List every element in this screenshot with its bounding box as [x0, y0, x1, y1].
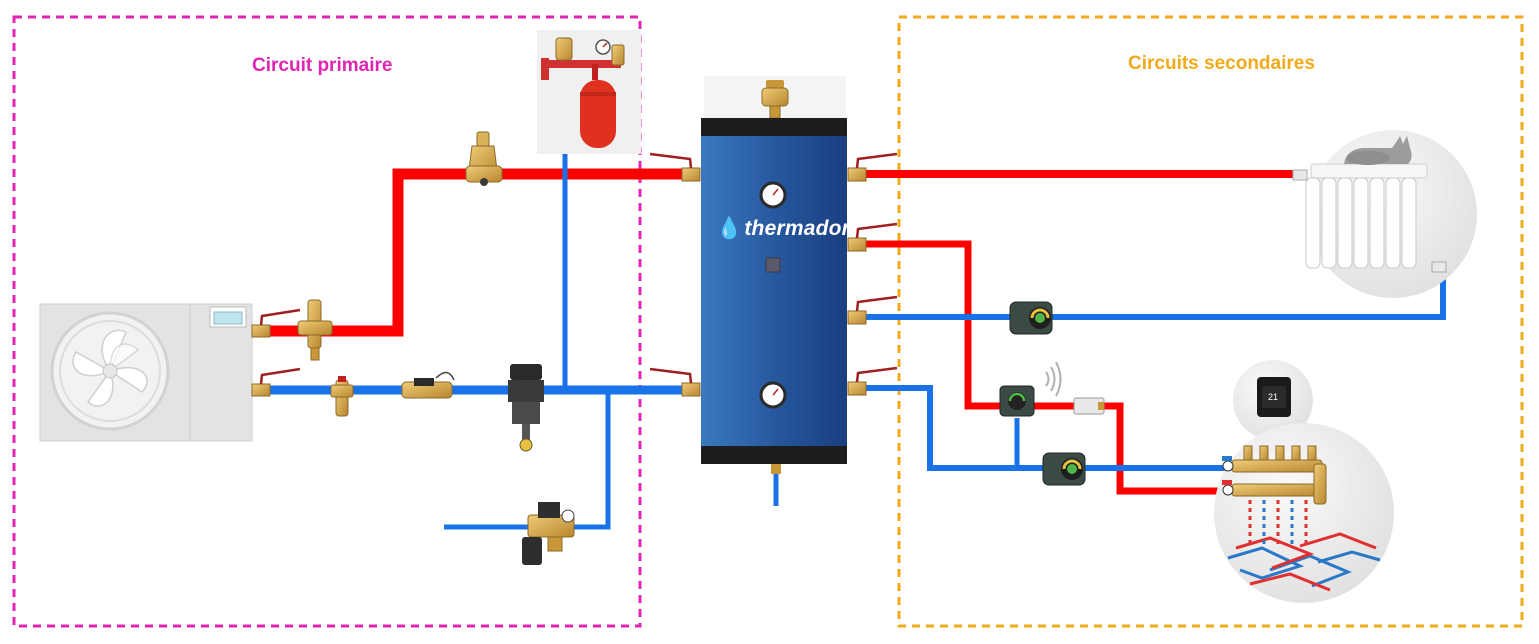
three-way-valve-icon — [297, 299, 333, 361]
air-vent-icon — [761, 80, 789, 119]
wifi-signal-icon — [1045, 361, 1062, 397]
secondary-circuit-title: Circuits secondaires — [1128, 53, 1315, 74]
floor-heating-manifold-icon — [1214, 423, 1394, 603]
temperature-sensor-icon — [1073, 397, 1105, 415]
secondary-circuit-border — [897, 15, 1524, 628]
floor-return-pipe — [860, 385, 1225, 471]
cat-icon — [1344, 136, 1412, 165]
flow-meter-icon — [401, 371, 455, 399]
floor-hot-pipe — [860, 240, 1225, 495]
brand-drop-icon: 💧 — [716, 217, 743, 240]
primary-tank-valves — [649, 152, 701, 397]
balancing-valve-icon — [330, 376, 354, 417]
buffer-tank — [701, 76, 847, 474]
thermometer-icon — [759, 181, 787, 209]
circulator-pump-icon — [1042, 452, 1086, 486]
primary-circuit-title: Circuit primaire — [252, 55, 393, 76]
heat-pump-valves — [251, 308, 301, 397]
radiator-return-pipe — [860, 270, 1446, 320]
thermometer-icon — [759, 381, 787, 409]
thermostat-icon — [1233, 360, 1313, 440]
radiator-icon — [1292, 130, 1477, 298]
circulator-pump-icon — [1009, 301, 1053, 335]
thermostat-display: 21 — [1267, 392, 1278, 402]
fill-pipe — [444, 390, 611, 530]
dirt-separator-icon — [508, 364, 544, 452]
filling-valve-icon — [522, 502, 575, 565]
expansion-vessel-icon — [537, 30, 641, 154]
tank-brand-label: thermador — [744, 217, 851, 240]
mixing-valve-icon — [999, 385, 1035, 417]
tank-brand-logo: 💧thermador — [716, 217, 850, 241]
primary-circuit-border — [12, 15, 642, 628]
air-separator-icon — [465, 131, 503, 186]
primary-hot-pipe — [262, 168, 690, 337]
heat-pump-icon — [39, 303, 253, 442]
secondary-tank-valves — [847, 152, 898, 396]
